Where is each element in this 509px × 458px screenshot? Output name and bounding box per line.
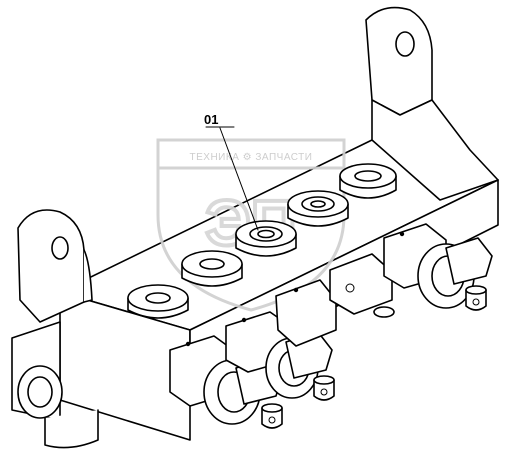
plug-5 <box>339 163 397 199</box>
watermark-top-text: ТЕХНИКА ⚙ ЗАПЧАСТИ <box>190 152 313 163</box>
right-mounting-ear <box>365 6 499 201</box>
callout-01: 01 <box>204 112 259 231</box>
plug-1 <box>127 284 189 319</box>
left-mounting-ear <box>17 209 93 323</box>
valve-cap-middle <box>275 253 395 347</box>
plug-3-callout-part <box>235 220 297 257</box>
callout-label: 01 <box>204 112 218 127</box>
bolt-details <box>185 231 405 347</box>
plug-4 <box>287 190 349 227</box>
solenoid-unit-3 <box>383 223 493 311</box>
top-plugs <box>127 163 397 319</box>
plug-2 <box>181 250 243 287</box>
